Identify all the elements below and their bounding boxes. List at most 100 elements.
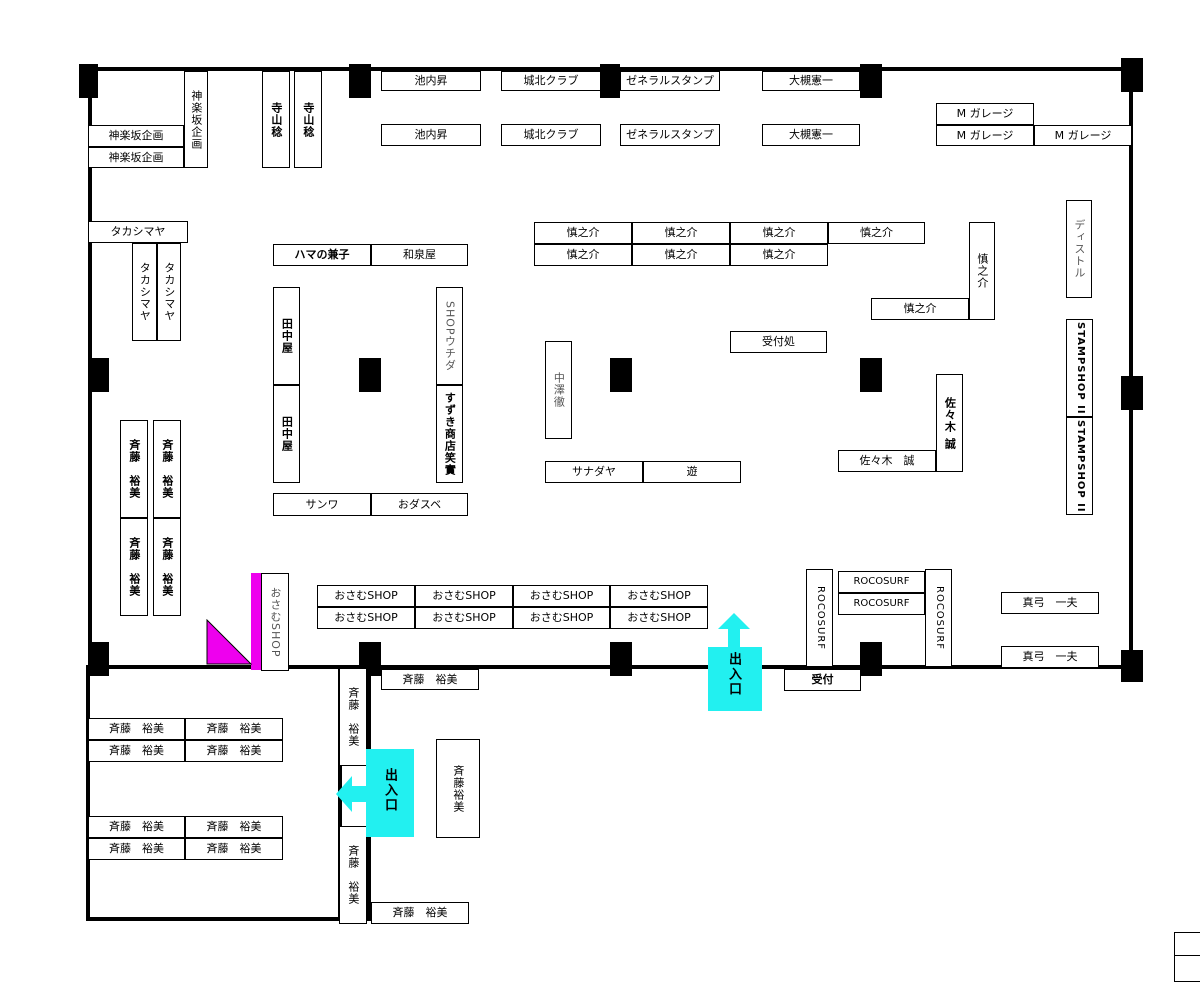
- booth-rocosurf[interactable]: ROCOSURF: [806, 569, 833, 667]
- pillar: [90, 358, 109, 392]
- booth-johoku[interactable]: 城北クラブ: [501, 71, 601, 91]
- booth-saito[interactable]: 斉藤 裕美: [339, 668, 367, 766]
- booth-kagurazaka[interactable]: 神楽坂企画: [88, 147, 184, 168]
- booth-general-stamp[interactable]: ゼネラルスタンプ: [620, 124, 720, 146]
- booth-takashimaya[interactable]: タカシマヤ: [157, 243, 181, 341]
- pillar: [79, 64, 98, 98]
- booth-tanakaya[interactable]: 田中屋: [273, 385, 300, 483]
- booth-otsuki[interactable]: 大槻憲一: [762, 124, 860, 146]
- booth-shinnosuke[interactable]: 慎之介: [534, 222, 632, 244]
- booth-general-stamp[interactable]: ゼネラルスタンプ: [620, 71, 720, 91]
- booth-takashimaya[interactable]: タカシマヤ: [132, 243, 157, 341]
- booth-saito[interactable]: 斉藤裕美: [436, 739, 480, 838]
- booth-kagurazaka[interactable]: 神楽坂企画: [88, 125, 184, 147]
- booth-saito[interactable]: 斉藤 裕美: [185, 718, 283, 740]
- booth-sanwa[interactable]: サンワ: [273, 493, 371, 516]
- booth-osamu-shop[interactable]: おさむSHOP: [610, 585, 708, 607]
- booth-shinnosuke[interactable]: 慎之介: [871, 298, 969, 320]
- booth-sasaki[interactable]: 佐々木 誠: [838, 450, 936, 472]
- booth-rocosurf[interactable]: ROCOSURF: [925, 569, 952, 667]
- exit-arrow-left-icon: [336, 776, 368, 812]
- booth-johoku[interactable]: 城北クラブ: [501, 124, 601, 146]
- booth-kagurazaka[interactable]: 神楽坂企画: [184, 71, 208, 168]
- booth-stampshop[interactable]: STAMPSHOP II: [1066, 417, 1093, 515]
- booth-ikeuchi[interactable]: 池内昇: [381, 71, 481, 91]
- booth-osamu-shop[interactable]: おさむSHOP: [513, 585, 610, 607]
- booth-tanakaya[interactable]: 田中屋: [273, 287, 300, 385]
- pillar: [1121, 650, 1143, 682]
- pillar: [860, 64, 882, 98]
- pillar: [90, 642, 109, 676]
- booth-saito[interactable]: 斉藤 裕美: [339, 826, 367, 924]
- booth-odasube[interactable]: おダスベ: [371, 493, 468, 516]
- booth-m-garage[interactable]: M ガレージ: [936, 103, 1034, 125]
- booth-saito[interactable]: 斉藤 裕美: [371, 902, 469, 924]
- booth-saito[interactable]: 斉藤 裕美: [153, 420, 181, 518]
- wall-bottom: [86, 917, 340, 921]
- pillar: [610, 642, 632, 676]
- pillar: [610, 358, 632, 392]
- booth-shinnosuke[interactable]: 慎之介: [828, 222, 925, 244]
- booth-saito[interactable]: 斉藤 裕美: [185, 740, 283, 762]
- booth-shinnosuke[interactable]: 慎之介: [632, 222, 730, 244]
- marker-bar: [251, 573, 261, 670]
- booth-rocosurf[interactable]: ROCOSURF: [838, 593, 925, 615]
- booth-suzuki-shoten[interactable]: すずき商店笑實: [436, 385, 463, 483]
- exit-lower[interactable]: [366, 749, 414, 837]
- booth-reception-center[interactable]: 受付処: [730, 331, 827, 353]
- booth-saito[interactable]: 斉藤 裕美: [88, 838, 185, 860]
- booth-shinnosuke[interactable]: 慎之介: [730, 244, 828, 266]
- booth-osamu-shop[interactable]: おさむSHOP: [317, 585, 415, 607]
- booth-shinnosuke[interactable]: 慎之介: [730, 222, 828, 244]
- booth-shinnosuke[interactable]: 慎之介: [632, 244, 730, 266]
- booth-osamu-shop[interactable]: おさむSHOP: [317, 607, 415, 629]
- booth-shinnosuke[interactable]: 慎之介: [534, 244, 632, 266]
- booth-mayumi[interactable]: 真弓 一夫: [1001, 646, 1099, 668]
- pillar: [1121, 376, 1143, 410]
- exit-lower-label: 出入口: [382, 768, 397, 813]
- booth-sasaki[interactable]: 佐々木 誠: [936, 374, 963, 472]
- booth-osamu-shop[interactable]: おさむSHOP: [261, 573, 289, 671]
- pillar: [359, 642, 381, 676]
- booth-shinnosuke[interactable]: 慎之介: [969, 222, 995, 320]
- booth-saito[interactable]: 斉藤 裕美: [185, 838, 283, 860]
- booth-asobi[interactable]: 遊: [643, 461, 741, 483]
- pillar: [359, 358, 381, 392]
- booth-osamu-shop[interactable]: おさむSHOP: [415, 585, 513, 607]
- booth-reception[interactable]: 受付: [784, 669, 861, 691]
- booth-saito[interactable]: 斉藤 裕美: [185, 816, 283, 838]
- booth-stampshop[interactable]: STAMPSHOP II: [1066, 319, 1093, 417]
- booth-osamu-shop[interactable]: おさむSHOP: [610, 607, 708, 629]
- booth-distol[interactable]: ディストル: [1066, 200, 1092, 298]
- exit-arrow-up-icon: [718, 613, 750, 647]
- exit-main[interactable]: [708, 647, 762, 711]
- booth-shop-uchida[interactable]: SHOPウチダ: [436, 287, 463, 385]
- pillar: [1121, 58, 1143, 92]
- booth-saito[interactable]: 斉藤 裕美: [120, 420, 148, 518]
- booth-osamu-shop[interactable]: おさむSHOP: [415, 607, 513, 629]
- booth-osamu-shop[interactable]: おさむSHOP: [513, 607, 610, 629]
- booth-otsuki[interactable]: 大槻憲一: [762, 71, 860, 91]
- booth-terayama[interactable]: 寺山稔: [262, 71, 290, 168]
- booth-hamano-kaneko[interactable]: ハマの兼子: [273, 244, 371, 266]
- booth-nakazawa[interactable]: 中澤徹: [545, 341, 572, 439]
- booth-saito[interactable]: 斉藤 裕美: [88, 816, 185, 838]
- booth-m-garage[interactable]: M ガレージ: [1034, 125, 1132, 146]
- pillar: [860, 642, 882, 676]
- booth-izumiya[interactable]: 和泉屋: [371, 244, 468, 266]
- wall-right: [1129, 67, 1133, 670]
- booth-terayama[interactable]: 寺山稔: [294, 71, 322, 168]
- booth-ikeuchi[interactable]: 池内昇: [381, 124, 481, 146]
- booth-sanadaya[interactable]: サナダヤ: [545, 461, 643, 483]
- booth-saito[interactable]: 斉藤 裕美: [381, 669, 479, 690]
- booth-rocosurf[interactable]: ROCOSURF: [838, 571, 925, 593]
- booth-saito[interactable]: 斉藤 裕美: [88, 718, 185, 740]
- booth-saito[interactable]: 斉藤 裕美: [120, 518, 148, 616]
- booth-takashimaya[interactable]: タカシマヤ: [88, 221, 188, 243]
- pillar: [600, 64, 620, 98]
- booth-saito[interactable]: 斉藤 裕美: [88, 740, 185, 762]
- booth-saito[interactable]: 斉藤 裕美: [153, 518, 181, 616]
- wall-left-lower: [86, 665, 90, 921]
- booth-mayumi[interactable]: 真弓 一夫: [1001, 592, 1099, 614]
- booth-m-garage[interactable]: M ガレージ: [936, 125, 1034, 146]
